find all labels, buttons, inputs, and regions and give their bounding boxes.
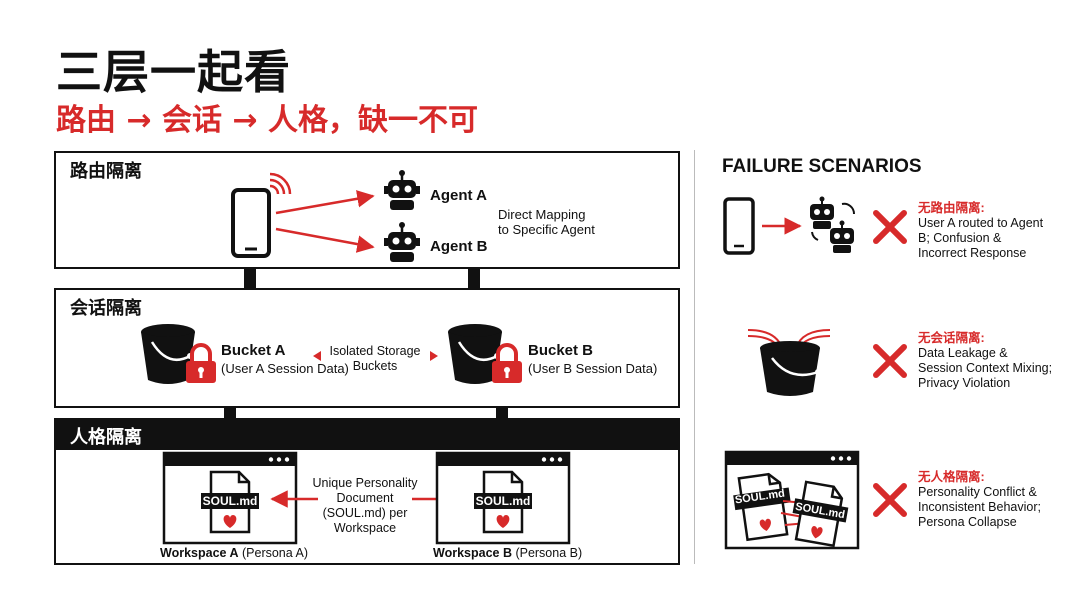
failure-1-text: 无路由隔离: User A routed to Agent B; Confusi…: [918, 201, 1044, 260]
bucket-b-title: Bucket B: [528, 342, 594, 359]
conflict-window-icon: [724, 450, 860, 550]
bucket-a-sub: (User A Session Data): [221, 361, 349, 376]
workspace-b-label: Workspace B (Persona B): [433, 546, 583, 560]
routing-label: 路由隔离: [70, 161, 142, 182]
x-mark-icon-2: [873, 344, 907, 378]
persona-label: 人格隔离: [70, 427, 142, 448]
phone-icon-failure: [723, 197, 755, 255]
session-label: 会话隔离: [70, 298, 142, 319]
soul-file-label-b: SOUL.md: [475, 494, 531, 508]
failure-heading: FAILURE SCENARIOS: [722, 156, 922, 177]
mapping-line-2: to Specific Agent: [498, 222, 595, 237]
leaking-bucket-icon: [747, 329, 831, 396]
agent-b-label: Agent B: [430, 238, 488, 255]
workspace-a-label: Workspace A (Persona A): [160, 546, 308, 560]
agent-a-label: Agent A: [430, 187, 487, 204]
x-mark-icon-3: [873, 483, 907, 517]
soul-file-label-a: SOUL.md: [202, 494, 258, 508]
robots-confused-icon: [810, 196, 856, 253]
robot-icon-agent-b: [384, 222, 420, 262]
bucket-a-title: Bucket A: [221, 342, 286, 359]
page-subtitle: 路由 → 会话 → 人格，缺一不可: [56, 103, 479, 138]
phone-icon: [231, 172, 292, 258]
isolated-storage-text: Isolated Storage Buckets: [329, 344, 421, 373]
bucket-b-sub: (User B Session Data): [528, 361, 658, 376]
persona-header-bar: 人格隔离: [56, 420, 678, 450]
unique-personality-text: Unique Personality Document (SOUL.md) pe…: [312, 476, 418, 535]
bucket-icon-b: [448, 324, 502, 384]
failure-3-text: 无人格隔离: Personality Conflict & Inconsiste…: [918, 470, 1041, 529]
lock-icon-a: [186, 343, 216, 383]
mapping-line-1: Direct Mapping: [498, 207, 586, 222]
x-mark-icon-1: [873, 210, 907, 244]
workspace-window-b: [435, 451, 571, 545]
robot-icon-agent-a: [384, 170, 420, 210]
lock-icon-b: [492, 343, 522, 383]
persona-panel: 人格隔离: [54, 418, 680, 565]
page-title: 三层一起看: [56, 45, 291, 99]
session-panel: 会话隔离: [54, 288, 680, 408]
column-divider: [694, 150, 695, 564]
failure-2-text: 无会话隔离: Data Leakage & Session Context Mi…: [918, 331, 1053, 390]
